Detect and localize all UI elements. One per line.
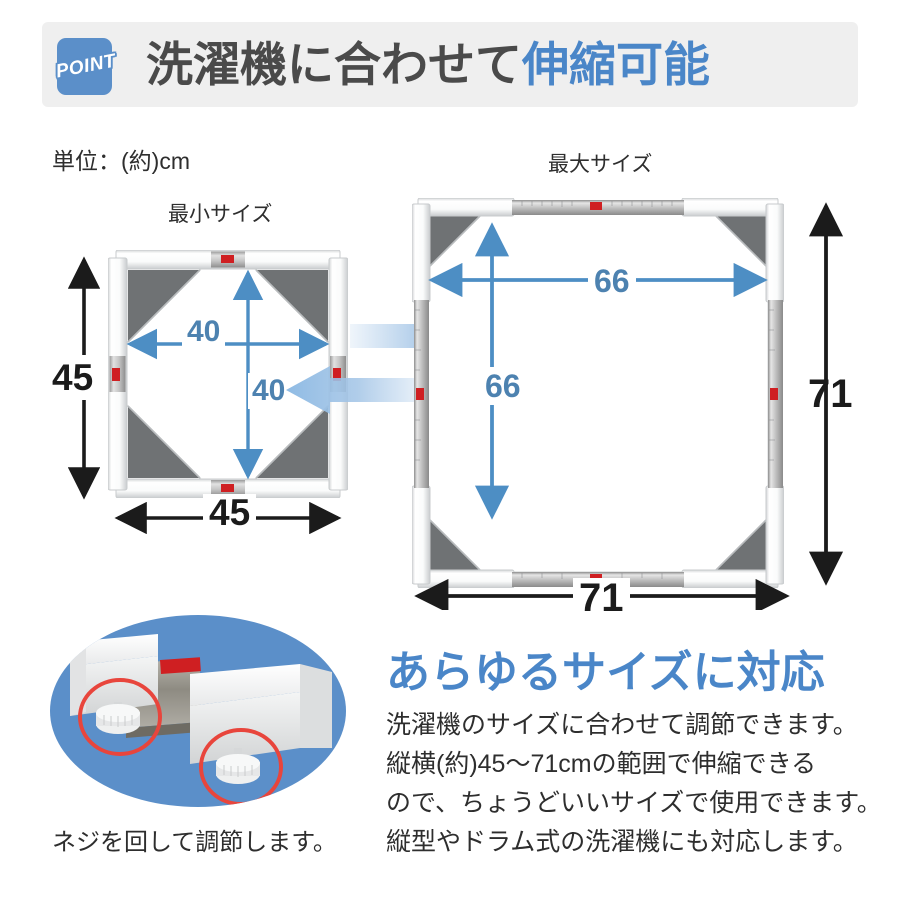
body-line-4: 縦型やドラム式の洗濯機にも対応します。	[386, 828, 858, 856]
body-line-3: ので、ちょうどいいサイズで使用できます。	[386, 789, 882, 817]
max-size-label: 最大サイズ	[548, 153, 653, 176]
photo-content	[70, 634, 332, 806]
red-slider-markers	[112, 255, 341, 492]
min-inner-height-value: 40	[248, 373, 290, 409]
bottom-heading: あらゆるサイズに対応	[386, 648, 825, 697]
screw-caption: ネジを回して調節します。	[52, 829, 337, 856]
screw-foot-right	[216, 748, 260, 784]
max-outer-dimension-arrows	[414, 202, 844, 610]
max-outer-width-value: 71	[573, 578, 630, 618]
page-title: 洗濯機に合わせて伸縮可能	[146, 36, 710, 94]
point-badge	[57, 38, 112, 95]
arrow-retract-left	[286, 366, 428, 414]
page-title-black: 洗濯機に合わせて	[146, 38, 522, 91]
max-inner-width-value: 66	[588, 265, 636, 297]
max-outer-height-value: 71	[808, 372, 853, 416]
diagonal-braces-max	[429, 215, 767, 571]
header-band	[42, 22, 858, 107]
screw-foot-left	[96, 702, 140, 734]
min-inner-width-value: 40	[182, 317, 226, 347]
unit-note: 単位：(約)cm	[52, 148, 190, 174]
min-frame-svg	[108, 250, 348, 498]
min-size-frame-diagram	[108, 250, 348, 498]
min-outer-width-value: 45	[203, 494, 257, 531]
min-size-label: 最小サイズ	[168, 203, 273, 226]
body-line-2: 縦横(約)45〜71cmの範囲で伸縮できる	[386, 750, 817, 778]
screw-adjustment-photo	[50, 615, 346, 807]
bottom-body: 洗濯機のサイズに合わせて調節できます。 縦横(約)45〜71cmの範囲で伸縮でき…	[386, 706, 886, 862]
min-outer-height-value: 45	[50, 355, 96, 400]
page-title-accent: 伸縮可能	[522, 38, 710, 91]
body-line-1: 洗濯機のサイズに合わせて調節できます。	[386, 711, 858, 739]
max-inner-height-value: 66	[481, 367, 525, 405]
highlight-circle-left	[78, 678, 162, 756]
